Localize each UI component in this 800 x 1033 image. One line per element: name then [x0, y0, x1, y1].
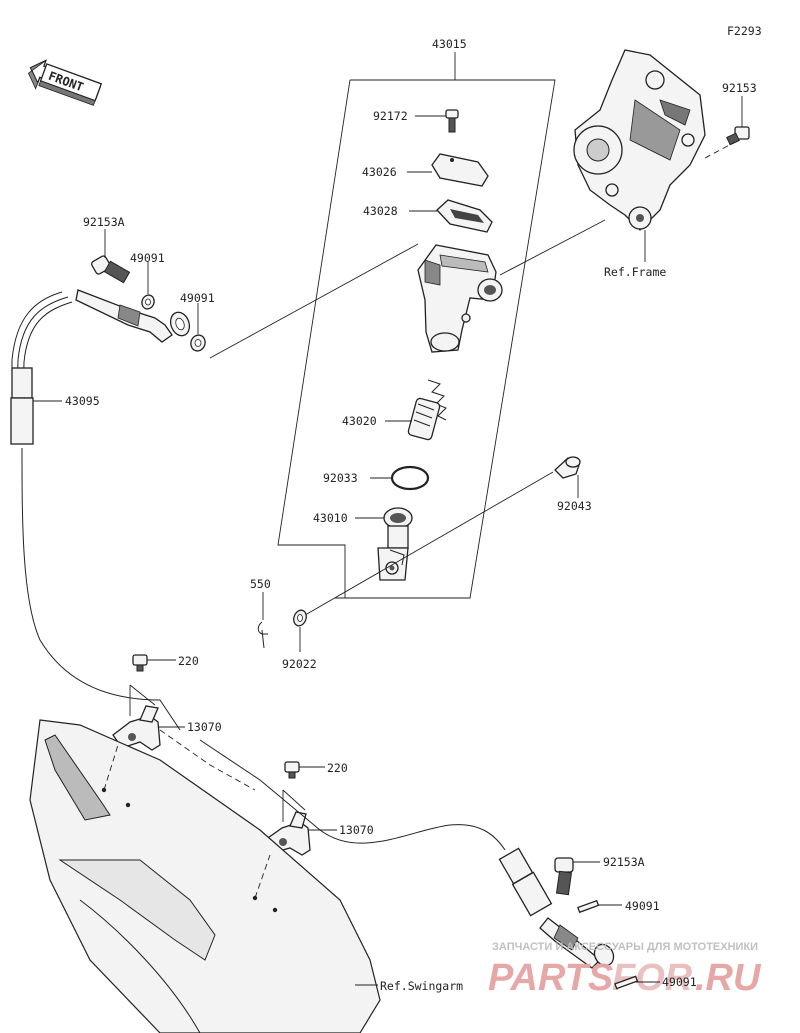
- bolt-220-a: [132, 654, 148, 672]
- brake-hose-lower-run: [159, 699, 506, 851]
- label-220-a: 220: [178, 654, 199, 668]
- watermark-logo-ru: .RU: [695, 957, 762, 999]
- brake-hose-43095: [10, 291, 161, 701]
- label-92153: 92153: [722, 81, 757, 95]
- reservoir-cap-43026: [431, 153, 489, 187]
- label-92153a-top: 92153A: [83, 215, 125, 229]
- label-92153a-bottom: 92153A: [603, 855, 645, 869]
- label-49091-d: 49091: [662, 975, 697, 989]
- push-rod-43010: [377, 507, 413, 581]
- swingarm: [29, 719, 381, 1033]
- washer-49091-c: [577, 899, 600, 914]
- label-13070-b: 13070: [339, 823, 374, 837]
- master-cylinder-body: [417, 244, 503, 353]
- banjo-bolt-92153a-bottom: [554, 857, 574, 896]
- bolt-92153: [726, 126, 750, 146]
- label-92033: 92033: [323, 471, 358, 485]
- hose-upper-fitting: [75, 289, 191, 343]
- label-550: 550: [250, 577, 271, 591]
- label-43095: 43095: [65, 394, 100, 408]
- assembly-outline-43015: [277, 52, 556, 599]
- ref-swingarm-label: Ref.Swingarm: [380, 979, 463, 993]
- washer-92022: [293, 609, 307, 627]
- washer-49091-b: [190, 334, 206, 352]
- piston-spring-43020: [407, 379, 447, 441]
- bolt-220-b: [284, 761, 300, 779]
- hose-lower-fitting: [498, 847, 615, 969]
- label-49091-c: 49091: [625, 899, 660, 913]
- washer-49091-a: [141, 294, 155, 310]
- diaphragm-43028: [436, 199, 493, 233]
- label-43028: 43028: [363, 204, 398, 218]
- label-43010: 43010: [313, 511, 348, 525]
- label-220-b: 220: [327, 761, 348, 775]
- pin-92043: [554, 456, 581, 479]
- washer-49091-d: [614, 975, 639, 990]
- label-92172: 92172: [373, 109, 408, 123]
- frame-bracket: [573, 49, 706, 231]
- label-92043: 92043: [557, 499, 592, 513]
- ref-frame-label: Ref.Frame: [604, 265, 666, 279]
- watermark-tagline: ЗАПЧАСТИ И АКСЕССУАРЫ ДЛЯ МОТОТЕХНИКИ: [492, 941, 758, 953]
- label-92022: 92022: [282, 657, 317, 671]
- label-43020: 43020: [342, 414, 377, 428]
- label-49091-a: 49091: [130, 251, 165, 265]
- label-43015: 43015: [432, 37, 467, 51]
- label-13070-a: 13070: [187, 720, 222, 734]
- screw-92172: [445, 109, 459, 133]
- watermark: ЗАПЧАСТИ И АКСЕССУАРЫ ДЛЯ МОТОТЕХНИКИ PA…: [488, 941, 762, 999]
- cotter-pin-550: [257, 621, 268, 649]
- label-43026: 43026: [362, 165, 397, 179]
- circlip-92033: [390, 465, 430, 491]
- hose-clamp-13070-a: [112, 705, 161, 751]
- diagram-code: F2293: [727, 24, 762, 38]
- watermark-logo-for: FOR: [612, 957, 693, 999]
- watermark-logo-parts: PARTS: [488, 957, 613, 999]
- front-arrow-icon: FRONT: [27, 59, 103, 106]
- banjo-bolt-92153a-top: [91, 255, 131, 284]
- label-49091-b: 49091: [180, 291, 215, 305]
